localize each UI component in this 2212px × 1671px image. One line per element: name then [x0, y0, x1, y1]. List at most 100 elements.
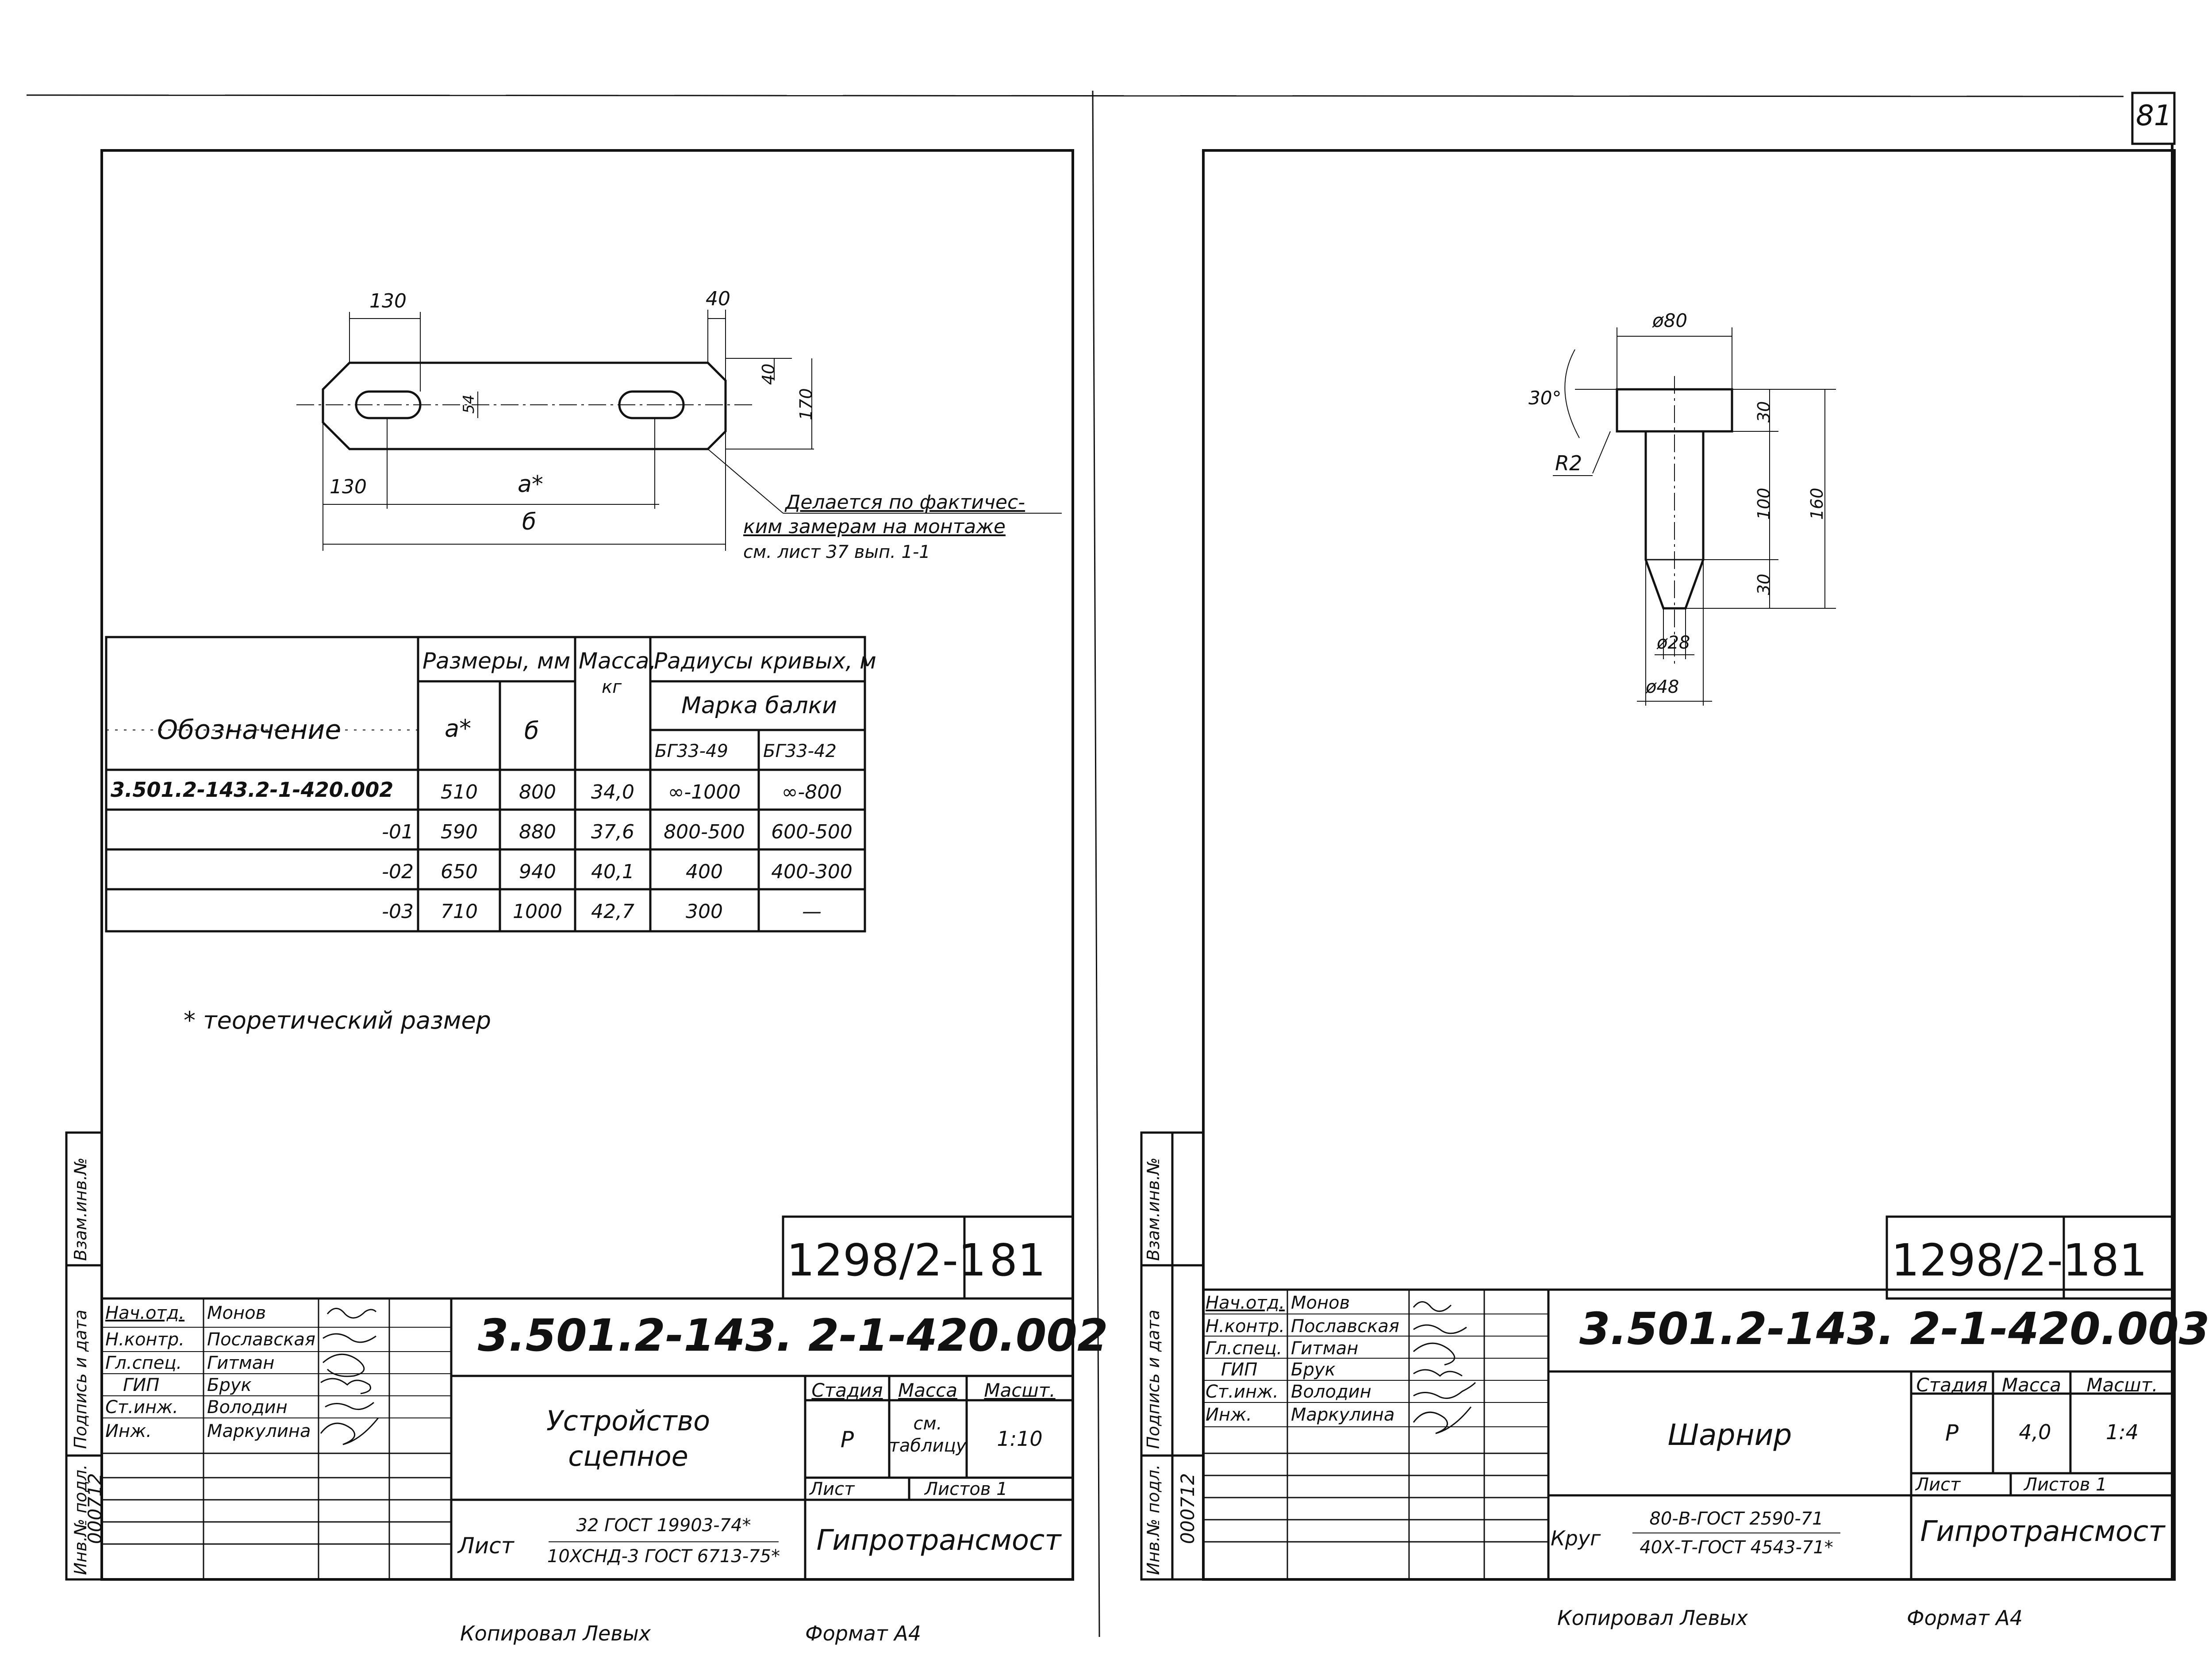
left-mass-value-line-1: см.	[913, 1414, 942, 1434]
table-row-1-a: 510	[441, 781, 478, 803]
table-row-1-r42: ∞-800	[781, 781, 842, 803]
left-side-podpis: Подпись и дата	[71, 1310, 90, 1449]
table-row-2-r42: 600-500	[771, 821, 853, 843]
right-person-role-2: Н.контр.	[1206, 1316, 1285, 1337]
coupling-plate-drawing	[296, 310, 1062, 551]
right-person-role-1: Нач.отд.	[1206, 1293, 1285, 1313]
dim-d80: ø80	[1652, 310, 1688, 331]
left-organization: Гипротрансмост	[816, 1524, 1061, 1557]
table-header-a: а*	[445, 714, 472, 742]
table-row-4-a: 710	[441, 900, 478, 923]
table-row-4-mass: 42,7	[591, 900, 634, 923]
left-sheet-header: Лист	[810, 1479, 855, 1499]
right-person-role-4: ГИП	[1221, 1360, 1258, 1380]
left-person-role-5: Ст.инж.	[105, 1397, 178, 1417]
left-person-role-2: Н.контр.	[105, 1329, 184, 1350]
dim-100: 100	[1754, 488, 1774, 520]
table-header-bg33-42: БГ33-42	[763, 741, 837, 761]
dim-30-top: 30	[1754, 401, 1774, 423]
dim-40-side: 40	[759, 363, 778, 385]
right-organization: Гипротрансмост	[1920, 1515, 2165, 1548]
right-mass-value: 4,0	[2019, 1420, 2051, 1444]
right-material-line-2: 40Х-Т-ГОСТ 4543-71*	[1640, 1537, 1833, 1558]
right-scale-value: 1:4	[2105, 1420, 2139, 1444]
right-side-inv-no: 000712	[1177, 1473, 1198, 1544]
left-person-name-5: Володин	[207, 1397, 288, 1417]
left-title-line-2: сцепное	[568, 1440, 688, 1472]
note-line-1: Делается по фактичес-	[785, 491, 1025, 514]
right-sheets-header: Листов 1	[2024, 1475, 2107, 1495]
table-row-4-b: 1000	[513, 900, 562, 923]
table-header-b: б	[524, 717, 539, 745]
left-material-label: Лист	[458, 1533, 514, 1559]
right-person-name-1: Монов	[1291, 1293, 1350, 1313]
table-row-3-mass: 40,1	[591, 860, 634, 883]
left-person-name-3: Гитман	[207, 1353, 275, 1373]
table-row-3-r49: 400	[686, 860, 723, 883]
left-person-role-4: ГИП	[123, 1375, 160, 1395]
right-person-name-4: Брук	[1291, 1360, 1336, 1380]
right-doc-code: 3.501.2-143. 2-1-420.003	[1579, 1303, 2210, 1355]
left-person-name-6: Маркулина	[207, 1421, 311, 1441]
right-person-role-3: Гл.спец.	[1206, 1338, 1283, 1359]
table-row-1-designation: 3.501.2-143.2-1-420.002	[111, 778, 394, 802]
hinge-pin-drawing	[1553, 327, 1836, 706]
table-row-3-r42: 400-300	[771, 860, 853, 883]
right-person-role-5: Ст.инж.	[1206, 1382, 1279, 1402]
table-row-2-b: 880	[519, 821, 556, 843]
table-header-beam-mark: Марка балки	[681, 692, 837, 719]
signature-scribbles	[320, 1301, 1476, 1445]
table-row-4-r42: —	[802, 900, 822, 923]
dim-30-bottom: 30	[1754, 573, 1774, 595]
left-scale-value: 1:10	[997, 1427, 1043, 1451]
right-title: Шарнир	[1667, 1418, 1792, 1452]
left-doc-code: 3.501.2-143. 2-1-420.002	[478, 1310, 1108, 1361]
left-person-name-4: Брук	[207, 1375, 252, 1395]
dim-d48: ø48	[1646, 677, 1679, 697]
left-stage-header: Стадия	[811, 1379, 883, 1401]
right-scale-header: Масшт.	[2086, 1374, 2158, 1396]
dim-130-bottom: 130	[330, 476, 367, 498]
left-footer-copied: Копировал Левых	[460, 1621, 651, 1645]
table-row-2-a: 590	[441, 821, 478, 843]
right-person-name-5: Володин	[1291, 1382, 1371, 1402]
table-row-4-r49: 300	[686, 900, 723, 923]
right-footer-format: Формат А4	[1907, 1606, 2023, 1630]
left-sheet-number: 81	[989, 1234, 1046, 1286]
left-side-strip-grid	[65, 1131, 103, 1581]
left-stage-value: Р	[840, 1427, 854, 1452]
dim-54: 54	[460, 394, 478, 414]
table-row-2-mass: 37,6	[591, 821, 634, 843]
table-row-2-r49: 800-500	[664, 821, 745, 843]
left-side-inv-no: 000712	[84, 1473, 106, 1544]
left-dimensions-table-grid	[105, 636, 866, 933]
right-person-name-6: Маркулина	[1291, 1405, 1395, 1425]
table-row-3-designation: -02	[382, 860, 414, 883]
left-scale-header: Масшт.	[984, 1379, 1056, 1401]
dim-40-top: 40	[706, 288, 730, 310]
dim-a: a*	[518, 471, 543, 498]
left-sheets-header: Листов 1	[925, 1479, 1008, 1499]
dim-angle-30: 30°	[1528, 387, 1562, 409]
left-side-inv-vzam: Взам.инв.№	[71, 1157, 90, 1261]
page-number-box	[2131, 92, 2176, 145]
dim-b: б	[522, 509, 537, 535]
table-header-bg33-49: БГ33-49	[655, 741, 728, 761]
left-footer-format: Формат А4	[805, 1621, 921, 1645]
right-side-inv-vzam: Взам.инв.№	[1144, 1157, 1163, 1261]
table-header-radii: Радиусы кривых, м	[654, 648, 876, 674]
left-sheet-frame	[100, 149, 1074, 1581]
left-title-block-grid	[102, 1215, 1074, 1579]
left-mass-value-line-2: таблицу	[889, 1436, 967, 1456]
table-row-1-r49: ∞-1000	[668, 781, 741, 803]
left-person-name-1: Монов	[207, 1303, 266, 1323]
right-project-code: 1298/2-1	[1891, 1234, 2091, 1286]
note-line-3: см. лист 37 вып. 1-1	[743, 542, 930, 562]
note-line-2: ким замерам на монтаже	[743, 515, 1006, 538]
right-material-line-1: 80-В-ГОСТ 2590-71	[1649, 1509, 1824, 1529]
right-stage-header: Стадия	[1916, 1374, 1988, 1396]
table-row-1-mass: 34,0	[591, 781, 634, 803]
table-header-dimensions: Размеры, мм	[422, 648, 571, 674]
right-side-podpis: Подпись и дата	[1144, 1310, 1163, 1449]
